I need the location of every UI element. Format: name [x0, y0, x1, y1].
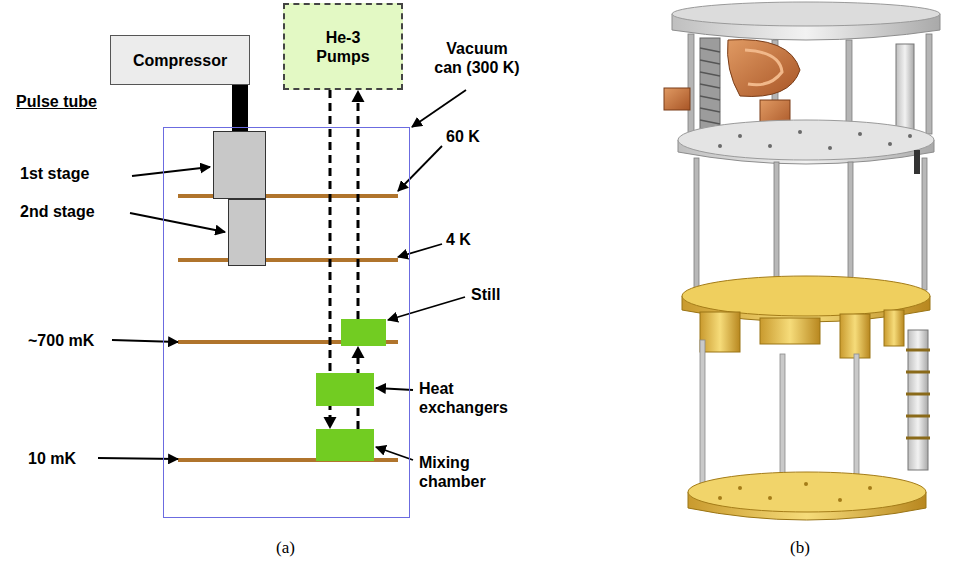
- temperature-label: 4 K: [446, 230, 471, 249]
- fridge-illustration: [664, 2, 940, 520]
- mixing-chamber-box: Mixing chamber: [316, 429, 374, 461]
- connector-line: [357, 99, 360, 319]
- pulse-tube-stage: 1st stage: [213, 131, 266, 199]
- arrow-head: [324, 417, 337, 429]
- stage-plates: [178, 196, 398, 460]
- connector-line: [329, 90, 332, 420]
- box-label: Compressor: [133, 51, 227, 70]
- part-label: Mixing chamber: [417, 453, 521, 491]
- compressor-box: Compressor: [110, 35, 250, 85]
- box-label: He-3 Pumps: [312, 28, 374, 66]
- pulse-tube-link: [240, 85, 241, 131]
- temperature-label: 10 mK: [28, 449, 76, 468]
- still-box: Still: [341, 319, 386, 346]
- temperature-label: ~700 mK: [28, 331, 94, 350]
- arrow-head: [352, 346, 365, 358]
- part-label: 2nd stage: [18, 202, 97, 221]
- part-label: 1st stage: [18, 164, 91, 183]
- leader-lines: [98, 90, 466, 460]
- pump-box: He-3 Pumps: [283, 3, 403, 90]
- heading-label: Pulse tube: [16, 92, 97, 111]
- part-label: Still: [469, 285, 502, 304]
- vacuum-can: Vacuum can (300 K)1st stage2nd stageStil…: [163, 127, 410, 518]
- temperature-label: 60 K: [446, 127, 480, 146]
- pulse-tube-stage: 2nd stage: [228, 199, 266, 266]
- arrow-head: [352, 90, 365, 102]
- helium-flow-arrow: [352, 90, 365, 319]
- part-label: Heat exchangers: [417, 379, 521, 417]
- heat-exchanger-box: Heat exchangers: [316, 373, 374, 406]
- panel-caption: (b): [790, 538, 810, 557]
- part-label: Vacuum can (300 K): [429, 39, 525, 77]
- panel-caption: (a): [276, 538, 295, 557]
- connector-line: [232, 85, 248, 131]
